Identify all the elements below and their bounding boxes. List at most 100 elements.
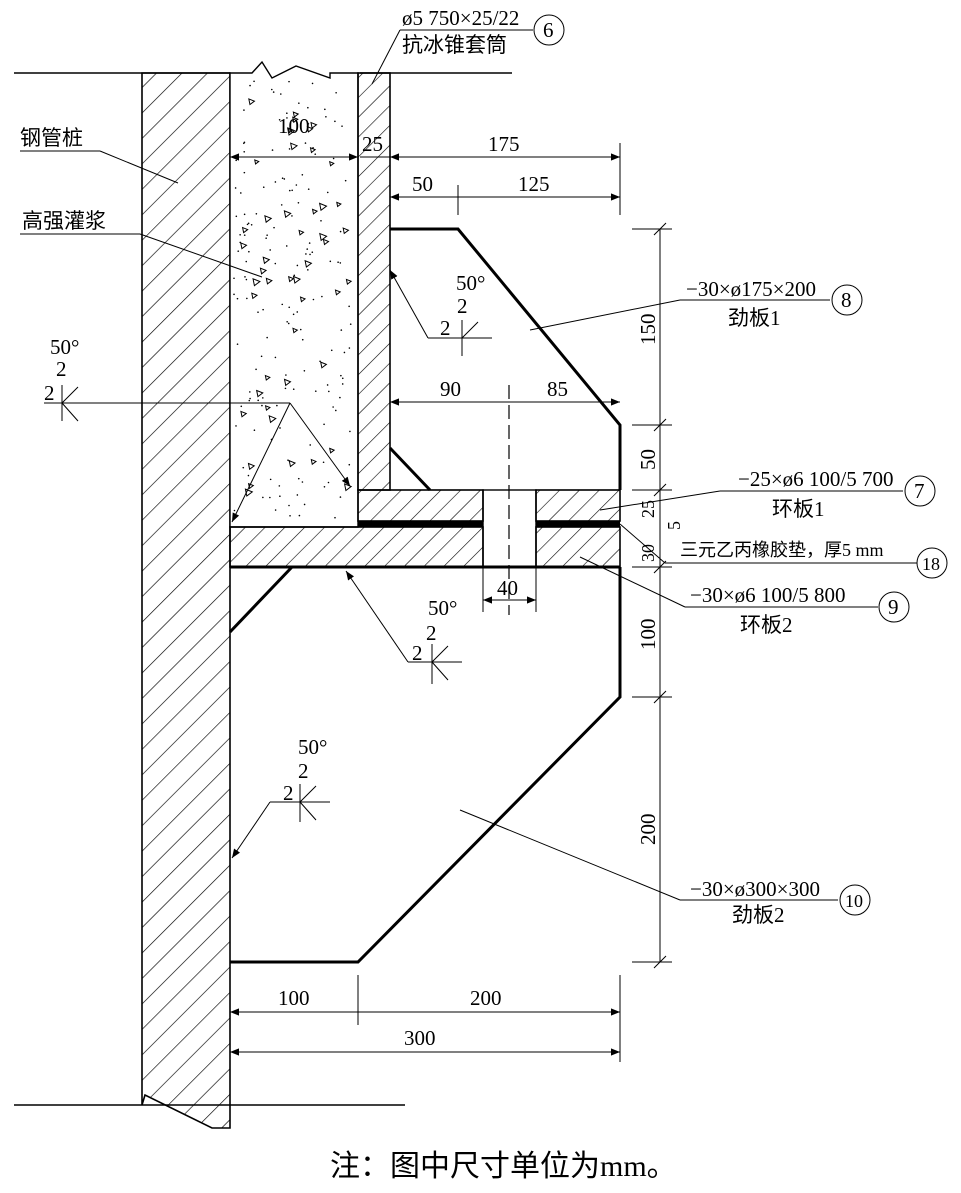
callout-9-text: 9 bbox=[888, 595, 899, 619]
grout-aggregate bbox=[299, 296, 307, 303]
grout-dot bbox=[280, 204, 283, 206]
grout-dot bbox=[274, 262, 277, 265]
grout-aggregate bbox=[264, 215, 273, 224]
label-stiffener1-spec: −30×ø175×200 bbox=[686, 277, 816, 301]
grout-dot bbox=[253, 80, 255, 83]
grout-aggregate bbox=[292, 111, 300, 118]
svg-text:50°: 50° bbox=[456, 271, 485, 295]
dim-50-v: 50 bbox=[636, 449, 660, 470]
grout-dot bbox=[243, 171, 246, 174]
grout-dot bbox=[283, 178, 286, 180]
anti-ice-sleeve bbox=[357, 72, 391, 491]
grout-aggregate bbox=[259, 267, 268, 275]
dim-100-bottom: 100 bbox=[278, 986, 310, 1010]
grout-dot bbox=[274, 181, 277, 183]
grout-aggregate bbox=[283, 378, 292, 387]
grout-dot bbox=[235, 425, 237, 427]
grout-dot bbox=[243, 109, 245, 111]
grout-dot bbox=[296, 264, 299, 267]
grout-dot bbox=[257, 399, 259, 402]
dim-200-v: 200 bbox=[636, 814, 660, 846]
grout-dot bbox=[301, 338, 304, 341]
grout-dot bbox=[335, 409, 337, 412]
dim-30-v: 30 bbox=[638, 544, 658, 562]
grout-aggregate bbox=[251, 292, 259, 300]
rubber-pad-right bbox=[536, 521, 620, 527]
grout-dot bbox=[253, 429, 256, 432]
grout-dot bbox=[328, 390, 330, 393]
grout-dot bbox=[276, 404, 278, 407]
label-ring2-spec: −30×ø6 100/5 800 bbox=[690, 583, 846, 607]
leader-stiffener2 bbox=[459, 809, 681, 901]
label-ring1-name: 环板1 bbox=[772, 497, 825, 521]
grout-dot bbox=[329, 260, 332, 263]
label-ring1-spec: −25×ø6 100/5 700 bbox=[738, 467, 894, 491]
grout-dot bbox=[348, 347, 351, 349]
leader-sleeve-2 bbox=[371, 29, 401, 85]
callout-8-text: 8 bbox=[841, 288, 852, 312]
callout-18 bbox=[916, 547, 948, 579]
grout-dot bbox=[249, 84, 251, 87]
grout-dot bbox=[288, 80, 290, 83]
grout-dot bbox=[341, 377, 344, 380]
grout-dot bbox=[298, 102, 300, 104]
leader-stiffener1 bbox=[529, 299, 681, 331]
grout-aggregate bbox=[264, 374, 271, 381]
grout-dot bbox=[242, 466, 245, 469]
grout-dot bbox=[286, 117, 288, 119]
grout-dot bbox=[292, 120, 294, 122]
grout-dot bbox=[301, 481, 304, 483]
grout-dot bbox=[245, 260, 248, 263]
grout-dot bbox=[307, 188, 310, 190]
grout-aggregate bbox=[334, 289, 342, 296]
label-ring2-name: 环板2 bbox=[740, 613, 793, 637]
leader-steel-pile-2 bbox=[99, 150, 179, 184]
grout-aggregate bbox=[265, 277, 273, 285]
grout-dot bbox=[281, 177, 284, 180]
grout-dot bbox=[339, 230, 342, 233]
grout-dot bbox=[281, 303, 284, 306]
dim-125: 125 bbox=[518, 172, 550, 196]
grout-dot bbox=[323, 486, 326, 488]
grout-aggregate bbox=[311, 208, 319, 215]
grout-dot bbox=[343, 351, 346, 354]
grout-dot bbox=[273, 226, 275, 229]
label-grout: 高强灌浆 bbox=[22, 209, 106, 233]
grout-dot bbox=[307, 106, 309, 109]
grout-dot bbox=[239, 241, 242, 244]
grout-dot bbox=[271, 149, 274, 151]
grout-dot bbox=[326, 384, 329, 386]
grout-dot bbox=[348, 463, 351, 466]
grout-dot bbox=[243, 142, 245, 145]
leader-ring1 bbox=[599, 490, 721, 511]
grout-aggregate bbox=[309, 146, 317, 154]
grout-aggregate bbox=[310, 458, 318, 466]
grout-dot bbox=[291, 215, 293, 217]
grout-dot bbox=[249, 397, 251, 400]
grout-aggregate bbox=[252, 277, 261, 287]
grout-dot bbox=[243, 213, 246, 216]
grout-dot bbox=[324, 108, 326, 111]
grout-dot bbox=[235, 159, 237, 162]
grout-dot bbox=[269, 496, 271, 499]
callout-6-text: 6 bbox=[543, 18, 554, 42]
grout-aggregate bbox=[286, 127, 296, 136]
grout-dot bbox=[321, 295, 323, 298]
grout-dot bbox=[248, 399, 251, 402]
grout-dot bbox=[340, 374, 342, 377]
grout-dot bbox=[288, 306, 291, 309]
label-stiffener1-name: 劲板1 bbox=[728, 306, 781, 330]
stiffener-1-fillet bbox=[388, 446, 432, 492]
grout-dot bbox=[266, 234, 268, 236]
grout-dot bbox=[278, 118, 281, 121]
grout-aggregate bbox=[292, 327, 299, 334]
dim-50-h: 50 bbox=[412, 172, 433, 196]
grout-dot bbox=[314, 153, 317, 155]
grout-dot bbox=[287, 322, 290, 325]
grout-dot bbox=[288, 189, 291, 192]
grout-dot bbox=[274, 356, 277, 359]
grout-dot bbox=[286, 112, 288, 114]
grout-aggregate bbox=[254, 159, 260, 165]
grout-dot bbox=[327, 481, 330, 484]
callout-6 bbox=[533, 14, 565, 46]
